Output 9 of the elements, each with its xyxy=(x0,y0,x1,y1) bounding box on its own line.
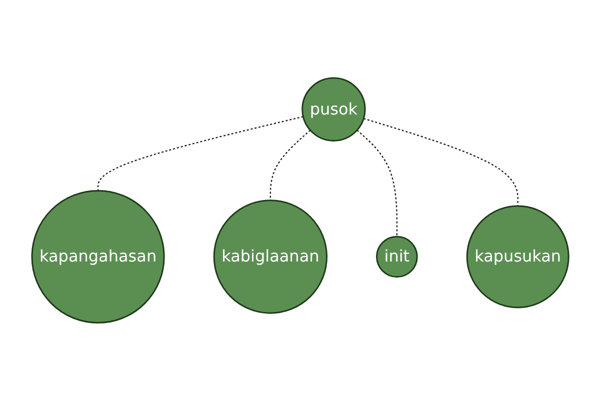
node-circle: kabiglaanan xyxy=(213,199,328,314)
node-circle: pusok xyxy=(301,76,366,142)
connector xyxy=(270,129,310,200)
connector xyxy=(356,129,398,236)
node-circle: kapusukan xyxy=(466,204,570,308)
node-circle: init xyxy=(376,235,418,278)
connector xyxy=(97,116,304,190)
node-circle: kapangahasan xyxy=(30,190,165,324)
connector xyxy=(363,118,518,206)
